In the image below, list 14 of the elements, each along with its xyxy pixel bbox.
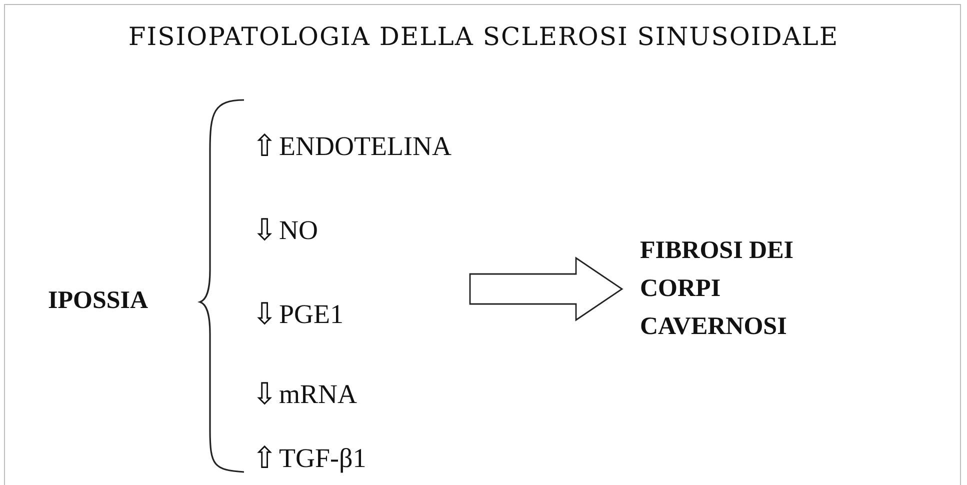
factor-label: PGE1 [279, 298, 344, 330]
block-arrow [469, 256, 624, 322]
factor-label: NO [279, 214, 318, 246]
factor-label: TGF-β1 [279, 442, 366, 474]
factor-label: mRNA [279, 378, 358, 410]
direction-arrow: ⇧ [252, 440, 277, 476]
outcome-label: FIBROSI DEI CORPI CAVERNOSI [622, 232, 820, 346]
title: FISIOPATOLOGIA DELLA SCLEROSI SINUSOIDALE [127, 22, 840, 51]
direction-arrow: ⇩ [252, 296, 277, 332]
cause-label: IPOSSIA [48, 282, 148, 320]
direction-arrow: ⇩ [252, 376, 277, 412]
direction-arrow: ⇧ [252, 128, 277, 164]
direction-arrow: ⇩ [252, 212, 277, 248]
factor-label: ENDOTELINA [279, 130, 452, 162]
